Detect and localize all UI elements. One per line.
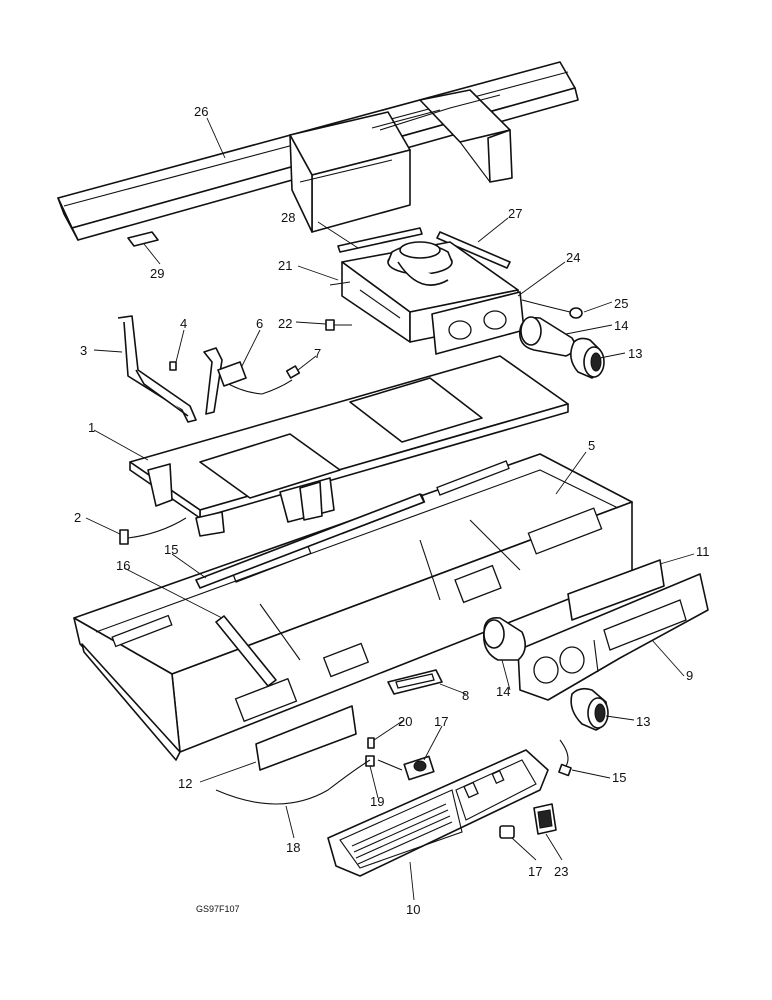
- part-22-screw: [367, 737, 375, 749]
- part-14-duct-lower: [482, 616, 526, 661]
- part-28-cross-member: [57, 61, 579, 241]
- callout-2: 2: [74, 510, 81, 525]
- callout-6: 6: [256, 316, 263, 331]
- part-9-instrument-panel: [517, 573, 709, 701]
- callout-22: 20: [398, 714, 412, 729]
- callout-27: 25: [614, 296, 628, 311]
- part-31-pad: [127, 231, 159, 247]
- callout-21: 19: [370, 794, 384, 809]
- part-5-dash-tray: [73, 453, 633, 761]
- callout-12: 12: [178, 776, 192, 791]
- part-1-mounting-panel: [129, 355, 569, 537]
- part-25-rocker-switch: [533, 803, 557, 835]
- part-27-screw: [521, 299, 583, 319]
- part-13-vent-lower: [570, 687, 609, 731]
- part-18-switch: [377, 755, 435, 781]
- callout-10: 10: [406, 902, 420, 917]
- callout-13-lower: 13: [636, 714, 650, 729]
- callout-28: 26: [194, 104, 208, 119]
- figure-code: GS97F107: [196, 904, 240, 914]
- callout-labels: 26 28 27 29 21 24 25 22 14 13 4 6 7 3 1 …: [74, 104, 710, 917]
- part-14-duct-upper: [518, 316, 576, 357]
- part-13-vent-upper: [570, 337, 605, 379]
- callout-15: 15: [612, 770, 626, 785]
- part-8-bezel: [387, 669, 443, 695]
- callout-20: 18: [286, 840, 300, 855]
- part-20-cable: [215, 759, 371, 805]
- part-24-screw: [325, 319, 352, 331]
- callout-19: 17: [528, 864, 542, 879]
- leader-lines: [85, 117, 695, 901]
- part-30-strip: [337, 227, 423, 253]
- part-10-trim-panel: [327, 749, 549, 877]
- callout-30: 28: [281, 210, 295, 225]
- part-11-gasket: [567, 559, 665, 621]
- callout-17: 16: [116, 558, 130, 573]
- callout-11: 11: [696, 544, 710, 559]
- part-6-bracket: [203, 347, 293, 415]
- callout-26: 24: [566, 250, 580, 265]
- callout-23: 21: [278, 258, 292, 273]
- callout-7: 7: [314, 346, 321, 361]
- part-19-knob: [499, 825, 515, 839]
- part-12-gasket: [255, 705, 357, 771]
- callout-16: 15: [164, 542, 178, 557]
- callout-25: 23: [554, 864, 568, 879]
- part-15-screw: [558, 739, 572, 777]
- callout-14-upper: 14: [614, 318, 628, 333]
- callout-9: 9: [686, 668, 693, 683]
- callout-14-lower: 14: [496, 684, 510, 699]
- callout-5: 5: [588, 438, 595, 453]
- callout-1: 1: [88, 420, 95, 435]
- part-4-screw: [169, 361, 177, 371]
- part-16-strip: [195, 493, 425, 589]
- callout-29: 27: [508, 206, 522, 221]
- part-2-screw: [119, 517, 187, 545]
- part-7-screw: [285, 365, 301, 379]
- callout-18: 17: [434, 714, 448, 729]
- callout-8: 8: [462, 688, 469, 703]
- callout-13-upper: 13: [628, 346, 642, 361]
- callout-31: 29: [150, 266, 164, 281]
- callout-24: 22: [278, 316, 292, 331]
- part-3-bracket: [117, 315, 197, 423]
- callout-4: 4: [180, 316, 187, 331]
- part-29-strip: [436, 231, 511, 269]
- part-21-screw: [365, 755, 375, 767]
- callout-3: 3: [80, 343, 87, 358]
